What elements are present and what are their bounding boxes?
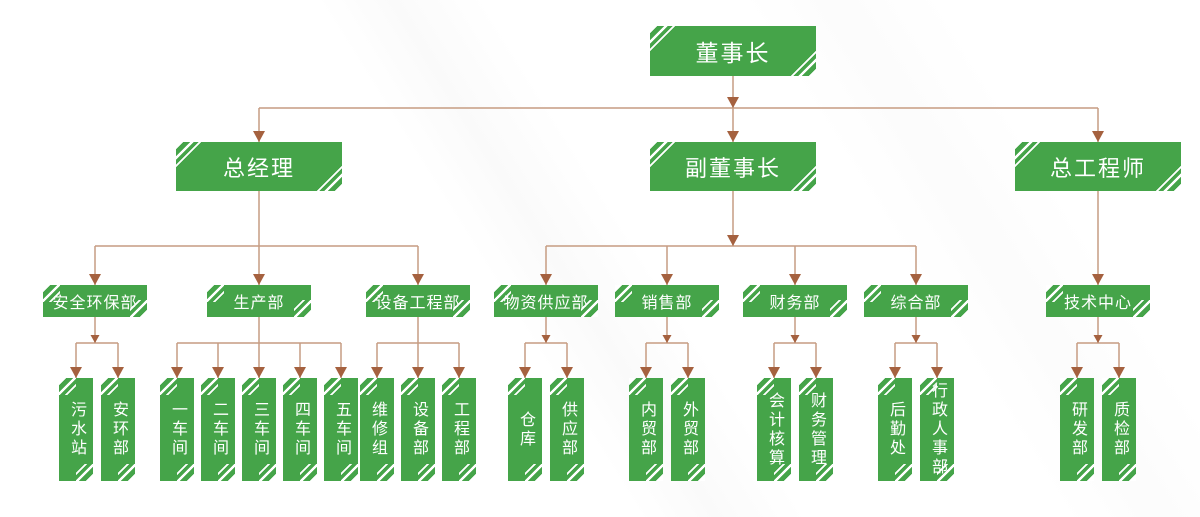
- node-label: 技术中心: [1063, 295, 1132, 312]
- org-node-safety-environment-dept[interactable]: 安全环保部: [43, 285, 147, 317]
- node-label: 后勤处: [887, 401, 904, 458]
- node-label: 会计核算: [766, 391, 783, 468]
- org-node-vice-chairman[interactable]: 副董事长: [650, 142, 816, 191]
- org-node-foreign-trade-dept[interactable]: 外贸部: [671, 378, 705, 481]
- org-node-domestic-trade-dept[interactable]: 内贸部: [629, 378, 663, 481]
- node-label: 安全环保部: [52, 295, 138, 312]
- node-label: 财务部: [769, 295, 821, 312]
- node-label: 行政人事部: [929, 382, 946, 477]
- node-label: 一车间: [169, 401, 186, 458]
- node-label: 二车间: [210, 401, 227, 458]
- org-node-supply-dept[interactable]: 供应部: [550, 378, 584, 481]
- org-node-quality-inspection-dept[interactable]: 质检部: [1102, 378, 1136, 481]
- node-label: 董事长: [695, 40, 771, 66]
- org-node-chief-engineer[interactable]: 总工程师: [1015, 142, 1181, 191]
- org-node-workshop-4[interactable]: 四车间: [283, 378, 317, 481]
- connector-group: [70, 76, 1125, 378]
- node-label: 销售部: [641, 295, 693, 312]
- org-node-financial-management[interactable]: 财务管理: [799, 378, 833, 481]
- node-label: 维修组: [369, 401, 386, 458]
- node-label: 供应部: [559, 401, 576, 458]
- org-node-finance-dept[interactable]: 财务部: [743, 285, 847, 317]
- org-node-production-dept[interactable]: 生产部: [207, 285, 311, 317]
- node-label: 仓库: [517, 410, 534, 449]
- node-label: 安环部: [110, 401, 127, 458]
- org-node-admin-hr-dept[interactable]: 行政人事部: [920, 378, 954, 481]
- org-node-maintenance-team[interactable]: 维修组: [360, 378, 394, 481]
- node-label: 外贸部: [680, 401, 697, 458]
- node-label: 副董事长: [684, 155, 781, 181]
- org-node-workshop-1[interactable]: 一车间: [160, 378, 194, 481]
- org-node-workshop-3[interactable]: 三车间: [242, 378, 276, 481]
- node-label: 综合部: [890, 295, 942, 312]
- node-label: 总经理: [222, 155, 295, 181]
- org-node-safety-env-office[interactable]: 安环部: [101, 378, 135, 481]
- org-node-engineering-dept[interactable]: 工程部: [442, 378, 476, 481]
- org-node-accounting[interactable]: 会计核算: [757, 378, 791, 481]
- node-label: 工程部: [451, 401, 468, 458]
- org-node-material-supply-dept[interactable]: 物资供应部: [494, 285, 598, 317]
- org-node-logistics-office[interactable]: 后勤处: [878, 378, 912, 481]
- node-label: 污水站: [68, 401, 85, 458]
- node-label: 生产部: [233, 295, 285, 312]
- org-node-sales-dept[interactable]: 销售部: [615, 285, 719, 317]
- org-node-sewage-station[interactable]: 污水站: [59, 378, 93, 481]
- org-node-warehouse[interactable]: 仓库: [508, 378, 542, 481]
- org-node-general-affairs-dept[interactable]: 综合部: [864, 285, 968, 317]
- org-node-workshop-5[interactable]: 五车间: [324, 378, 358, 481]
- node-label: 内贸部: [638, 401, 655, 458]
- node-label: 五车间: [333, 401, 350, 458]
- org-node-technology-center[interactable]: 技术中心: [1046, 285, 1150, 317]
- org-node-equipment-engineering-dept[interactable]: 设备工程部: [366, 285, 470, 317]
- node-label: 研发部: [1069, 401, 1086, 458]
- org-node-workshop-2[interactable]: 二车间: [201, 378, 235, 481]
- org-node-chairman[interactable]: 董事长: [650, 26, 816, 76]
- node-label: 总工程师: [1049, 155, 1146, 181]
- node-label: 设备工程部: [375, 295, 461, 312]
- node-label: 设备部: [410, 401, 427, 458]
- org-node-rd-dept[interactable]: 研发部: [1060, 378, 1094, 481]
- node-label: 财务管理: [808, 391, 825, 468]
- node-label: 质检部: [1111, 401, 1128, 458]
- node-label: 四车间: [292, 401, 309, 458]
- org-node-equipment-dept[interactable]: 设备部: [401, 378, 435, 481]
- node-label: 三车间: [251, 401, 268, 458]
- node-label: 物资供应部: [503, 295, 589, 312]
- org-node-general-manager[interactable]: 总经理: [176, 142, 342, 191]
